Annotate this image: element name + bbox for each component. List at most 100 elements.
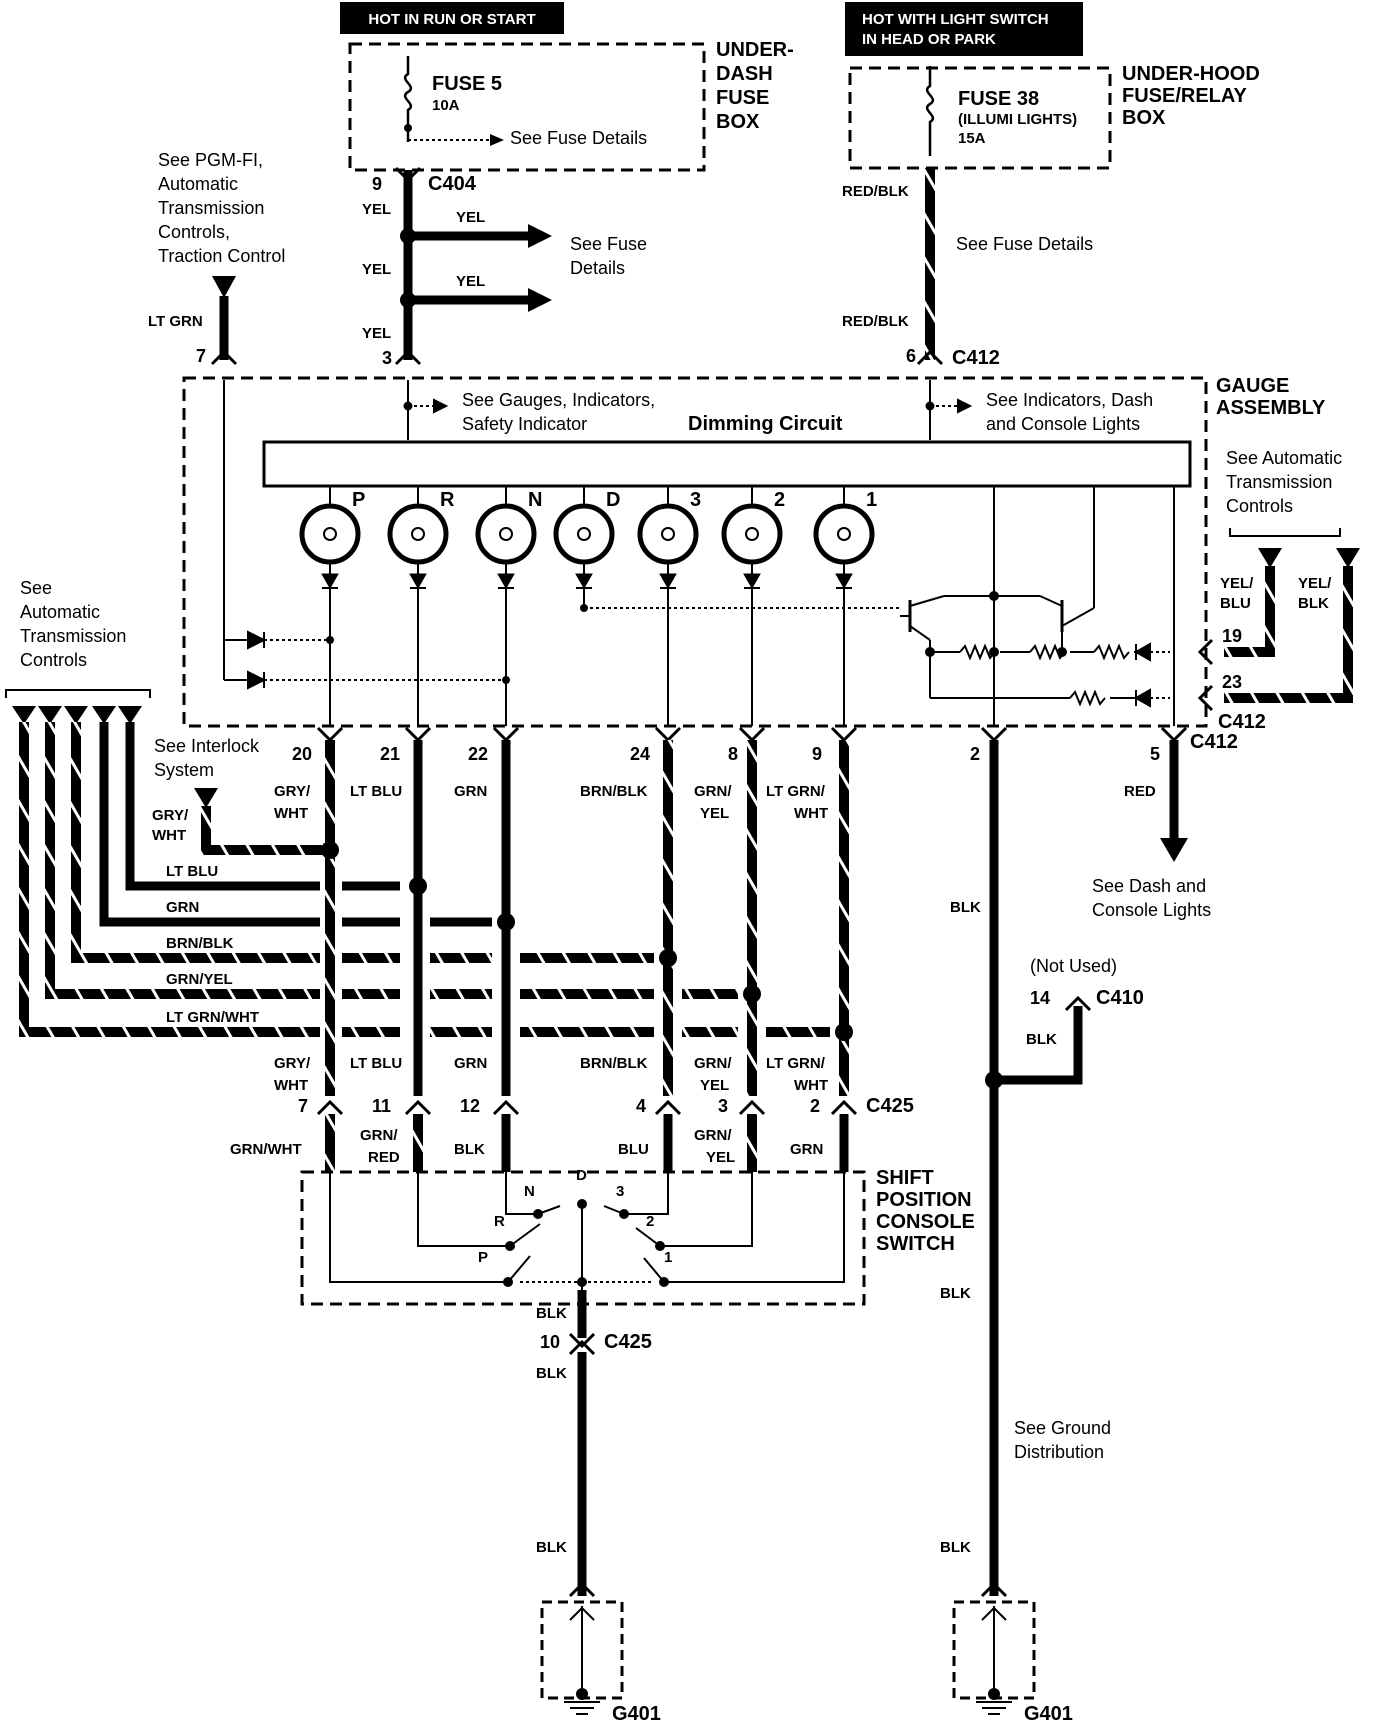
svg-text:BRN/BLK: BRN/BLK bbox=[580, 783, 648, 800]
see-gauges-ref-1: See Gauges, Indicators, bbox=[462, 390, 655, 410]
gauge-output-pins: 20 21 22 24 8 9 2 5 C412 bbox=[292, 731, 1238, 764]
svg-text:FUSE: FUSE bbox=[716, 87, 769, 109]
c425-lower-labels: GRN/WHT GRN/ RED BLK BLU GRN/ YEL GRN bbox=[230, 1127, 823, 1166]
svg-text:HOT WITH LIGHT SWITCH: HOT WITH LIGHT SWITCH bbox=[862, 11, 1049, 28]
yel-blu-label-2: BLU bbox=[1220, 595, 1251, 612]
svg-text:See Interlock: See Interlock bbox=[154, 736, 260, 756]
dimming-transistors bbox=[326, 486, 1175, 726]
svg-text:GRN/: GRN/ bbox=[694, 783, 732, 800]
svg-text:See Automatic: See Automatic bbox=[1226, 448, 1342, 468]
svg-text:N: N bbox=[524, 1183, 535, 1200]
underhood-fuse-box bbox=[848, 66, 1112, 170]
svg-text:Transmission: Transmission bbox=[158, 198, 264, 218]
svg-text:N: N bbox=[528, 489, 542, 511]
svg-text:Controls: Controls bbox=[20, 650, 87, 670]
dimming-circuit-label: Dimming Circuit bbox=[688, 413, 843, 435]
gauge-assembly-label: GAUGE ASSEMBLY bbox=[1216, 375, 1326, 419]
lamp-letters: P R N D 3 2 1 bbox=[352, 489, 877, 511]
gauge-assembly-box bbox=[182, 376, 1208, 728]
lamp-p bbox=[299, 486, 361, 726]
c425-pin-10: 10 bbox=[540, 1332, 560, 1352]
svg-text:15A: 15A bbox=[958, 130, 986, 147]
svg-text:GRN/WHT: GRN/WHT bbox=[230, 1141, 302, 1158]
svg-text:FUSE/RELAY: FUSE/RELAY bbox=[1122, 85, 1248, 107]
svg-text:3: 3 bbox=[690, 489, 701, 511]
c425-connectors bbox=[316, 1099, 858, 1116]
svg-text:LT GRN/: LT GRN/ bbox=[766, 1055, 826, 1072]
red-blk-label-1: RED/BLK bbox=[842, 183, 909, 200]
svg-text:Controls,: Controls, bbox=[158, 222, 230, 242]
c404-pin-9: 9 bbox=[372, 174, 382, 194]
blk-label-c410: BLK bbox=[1026, 1031, 1057, 1048]
pgm-fi-reference: See PGM-FI, Automatic Transmission Contr… bbox=[158, 150, 285, 266]
svg-text:21: 21 bbox=[380, 744, 400, 764]
indicator-lamps bbox=[299, 486, 875, 726]
svg-text:9: 9 bbox=[812, 744, 822, 764]
svg-text:24: 24 bbox=[630, 744, 650, 764]
interlock-gry-wht-wire bbox=[194, 788, 339, 859]
svg-text:2: 2 bbox=[810, 1096, 820, 1116]
svg-text:GRN/: GRN/ bbox=[694, 1055, 732, 1072]
svg-text:See: See bbox=[20, 578, 52, 598]
svg-text:BLK: BLK bbox=[454, 1141, 485, 1158]
shift-switch-label: SHIFT POSITION CONSOLE SWITCH bbox=[876, 1167, 975, 1255]
svg-text:CONSOLE: CONSOLE bbox=[876, 1211, 975, 1233]
svg-text:BLU: BLU bbox=[618, 1141, 649, 1158]
svg-text:1: 1 bbox=[866, 489, 877, 511]
svg-text:ASSEMBLY: ASSEMBLY bbox=[1216, 397, 1326, 419]
lamp-2 bbox=[721, 486, 783, 726]
svg-text:GAUGE: GAUGE bbox=[1216, 375, 1289, 397]
svg-text:10A: 10A bbox=[432, 97, 460, 114]
gauge-internal-wiring bbox=[223, 380, 973, 690]
yel-blk-label-2: BLK bbox=[1298, 595, 1329, 612]
c412-label-right: C412 bbox=[1218, 711, 1266, 733]
svg-text:GRN/YEL: GRN/YEL bbox=[166, 971, 233, 988]
c412-pin-19: 19 bbox=[1222, 626, 1242, 646]
blk-label-switch-3: BLK bbox=[536, 1539, 567, 1556]
svg-text:7: 7 bbox=[298, 1096, 308, 1116]
yel-label-3: YEL bbox=[362, 261, 391, 278]
svg-text:Transmission: Transmission bbox=[20, 626, 126, 646]
svg-text:4: 4 bbox=[636, 1096, 646, 1116]
svg-text:WHT: WHT bbox=[274, 1077, 308, 1094]
svg-text:RED: RED bbox=[1124, 783, 1156, 800]
lower-wire-labels: GRY/ WHT LT BLU GRN BRN/BLK GRN/ YEL LT … bbox=[274, 1055, 828, 1094]
yel-label-4: YEL bbox=[456, 273, 485, 290]
lt-grn-pin-7: 7 bbox=[196, 346, 206, 366]
svg-text:GRN: GRN bbox=[790, 1141, 823, 1158]
atc-reference-left: See Automatic Transmission Controls bbox=[20, 578, 126, 670]
lamp-d bbox=[553, 486, 615, 608]
underdash-fuse-box bbox=[348, 42, 706, 172]
yel-feed-wire bbox=[394, 166, 552, 366]
see-indicators-ref-2: and Console Lights bbox=[986, 414, 1140, 434]
atc-reference-right: See Automatic Transmission Controls bbox=[1226, 448, 1342, 516]
svg-text:C425: C425 bbox=[866, 1095, 914, 1117]
svg-text:2: 2 bbox=[970, 744, 980, 764]
shift-switch-contacts bbox=[329, 1172, 845, 1290]
svg-text:Transmission: Transmission bbox=[1226, 472, 1332, 492]
svg-text:SWITCH: SWITCH bbox=[876, 1233, 955, 1255]
yel-blk-label-1: YEL/ bbox=[1298, 575, 1332, 592]
yel-label-1: YEL bbox=[362, 201, 391, 218]
svg-text:BOX: BOX bbox=[716, 111, 760, 133]
svg-text:SHIFT: SHIFT bbox=[876, 1167, 934, 1189]
shift-switch-positions: P R N D 3 2 1 bbox=[478, 1167, 672, 1266]
g401-label-left: G401 bbox=[612, 1703, 661, 1722]
see-fuse-details-right: See Fuse Details bbox=[956, 234, 1093, 254]
c410-label: C410 bbox=[1096, 987, 1144, 1009]
gauge-output-wires bbox=[325, 740, 1188, 1596]
svg-text:GRY/: GRY/ bbox=[274, 1055, 311, 1072]
blk-label-right-2: BLK bbox=[940, 1539, 971, 1556]
svg-text:1: 1 bbox=[664, 1249, 672, 1266]
svg-text:GRN/: GRN/ bbox=[694, 1127, 732, 1144]
svg-text:LT GRN/: LT GRN/ bbox=[766, 783, 826, 800]
svg-text:IN HEAD OR PARK: IN HEAD OR PARK bbox=[862, 31, 996, 48]
svg-text:WHT: WHT bbox=[274, 805, 308, 822]
lt-grn-label: LT GRN bbox=[148, 313, 203, 330]
svg-text:GRN/: GRN/ bbox=[360, 1127, 398, 1144]
svg-text:System: System bbox=[154, 760, 214, 780]
underdash-fuse-box-label: UNDER- DASH FUSE BOX bbox=[716, 39, 794, 133]
see-dash-console-2: Console Lights bbox=[1092, 900, 1211, 920]
svg-text:5: 5 bbox=[1150, 744, 1160, 764]
